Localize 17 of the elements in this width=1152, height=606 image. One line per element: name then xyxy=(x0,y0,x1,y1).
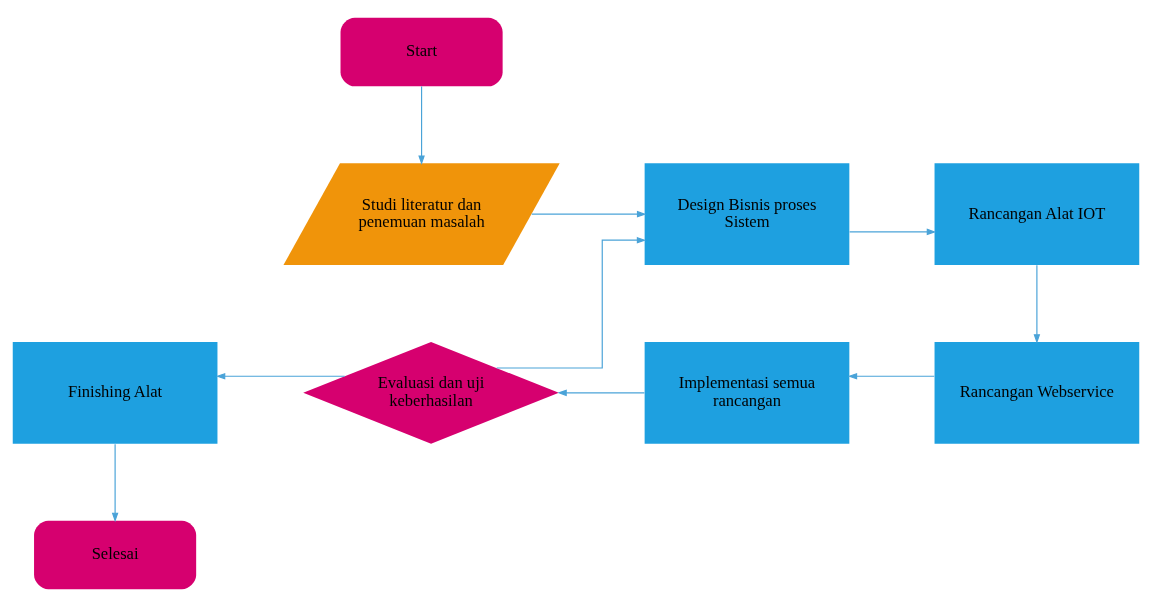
node-diamond: Evaluasi dan uji keberhasilan xyxy=(303,341,559,444)
node-box: Rancangan Alat IOT xyxy=(934,162,1140,265)
node-box: Implementasi semua rancangan xyxy=(644,341,850,444)
arrow xyxy=(111,443,119,522)
arrow xyxy=(1033,264,1041,344)
arrow xyxy=(557,389,645,396)
node-box: Finishing Alat xyxy=(12,341,218,444)
arrow xyxy=(847,372,935,380)
node-box: Start xyxy=(340,17,503,86)
arrow xyxy=(418,85,425,165)
arrow xyxy=(215,372,346,380)
node-box: Rancangan Webservice xyxy=(934,341,1140,444)
arrow xyxy=(496,236,647,369)
node-box: Selesai xyxy=(34,520,197,589)
node-box: Design Bisnis proses Sistem xyxy=(644,162,850,265)
arrow xyxy=(849,228,937,235)
arrow xyxy=(531,210,647,217)
